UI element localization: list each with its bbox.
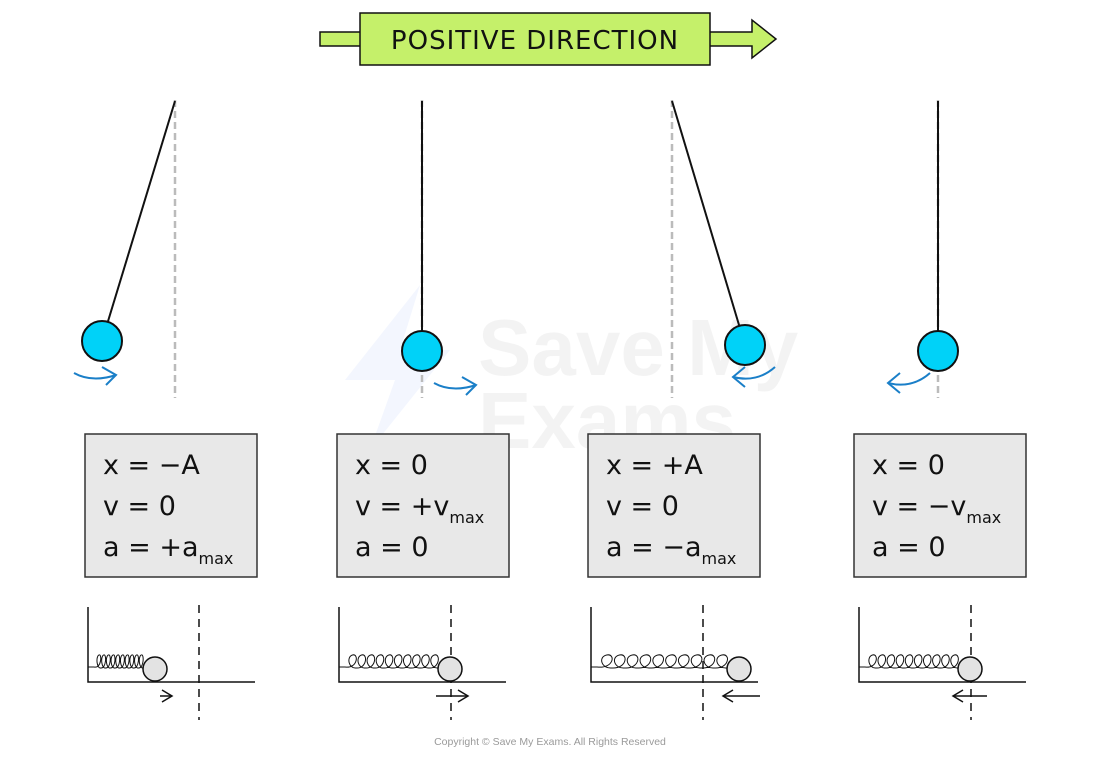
equation-text: x = 0 <box>872 450 945 481</box>
pendulum-string <box>671 100 746 346</box>
equation-v: v = 0 <box>103 491 176 522</box>
equation-a: a = +amax <box>103 532 233 568</box>
pendulum-bob <box>724 324 766 366</box>
equation-x: x = −A <box>103 450 200 481</box>
equation-text: x = +A <box>606 450 703 481</box>
wall-and-floor <box>87 607 255 683</box>
equation-x: x = 0 <box>872 450 945 481</box>
velocity-arrow-head-icon <box>721 689 734 703</box>
equation-box: x = 0 v = +vmax a = 0 <box>336 433 510 578</box>
equation-box-frame <box>336 433 510 578</box>
equation-text: v = 0 <box>606 491 679 522</box>
pendulum-bob <box>401 330 443 372</box>
equation-v: v = +vmax <box>355 491 484 527</box>
motion-arrow-icon <box>433 382 477 390</box>
equation-text: a = 0 <box>872 532 946 563</box>
mass-ball <box>957 656 983 682</box>
equation-text: v = −v <box>872 491 966 522</box>
motion-arrow-icon <box>887 372 931 386</box>
equation-text: v = +v <box>355 491 449 522</box>
spring-mass-system <box>338 605 506 720</box>
spring-icon <box>591 654 728 669</box>
mass-ball <box>437 656 463 682</box>
copyright-notice: Copyright © Save My Exams. All Rights Re… <box>434 736 666 748</box>
banner-label: POSITIVE DIRECTION <box>391 26 679 56</box>
pendulum-bob <box>917 330 959 372</box>
mass-ball <box>726 656 752 682</box>
equation-text: a = −a <box>606 532 702 563</box>
equation-text: a = +a <box>103 532 199 563</box>
stage-3: x = +A v = 0 a = −amax <box>587 100 776 720</box>
equation-x: x = +A <box>606 450 703 481</box>
equation-subscript: max <box>702 549 737 568</box>
pendulum <box>886 100 959 398</box>
spring-icon <box>859 654 959 669</box>
equation-v: v = 0 <box>606 491 679 522</box>
equation-box-frame <box>587 433 761 578</box>
equation-box: x = 0 v = −vmax a = 0 <box>853 433 1027 578</box>
equation-a: a = 0 <box>872 532 946 563</box>
banner-box <box>359 12 711 66</box>
motion-arrow-icon <box>732 366 776 380</box>
equation-text: a = 0 <box>355 532 429 563</box>
stage-4: x = 0 v = −vmax a = 0 <box>853 100 1027 720</box>
equation-v: v = −vmax <box>872 491 1001 527</box>
banner-tail <box>319 31 363 47</box>
equation-subscript: max <box>199 549 234 568</box>
wall-and-floor <box>858 607 1026 683</box>
equation-a: a = 0 <box>355 532 429 563</box>
watermark-logo-icon <box>345 285 450 450</box>
banner-arrow-head-icon <box>707 18 778 60</box>
equation-box-frame <box>84 433 258 578</box>
equation-box: x = +A v = 0 a = −amax <box>587 433 761 578</box>
velocity-arrow-head-icon <box>457 689 470 703</box>
equation-x: x = 0 <box>355 450 428 481</box>
pendulum <box>73 100 177 398</box>
spring-mass-system <box>87 605 255 720</box>
pendulum-string <box>101 100 176 342</box>
equation-box: x = −A v = 0 a = +amax <box>84 433 258 578</box>
motion-arrow-head-icon <box>101 366 118 386</box>
spring-icon <box>88 654 144 669</box>
pendulum <box>670 100 776 398</box>
wall-and-floor <box>338 607 506 683</box>
equation-subscript: max <box>449 508 484 527</box>
equation-text: v = 0 <box>103 491 176 522</box>
velocity-arrow-head-icon <box>161 689 174 703</box>
pendulum-bob <box>81 320 123 362</box>
spring-mass-system <box>590 605 760 720</box>
positive-direction-banner: POSITIVE DIRECTION <box>319 12 778 66</box>
motion-arrow-icon <box>73 372 117 380</box>
motion-arrow-head-icon <box>886 372 901 394</box>
spring-icon <box>339 654 439 669</box>
stage-2: x = 0 v = +vmax a = 0 <box>336 100 510 720</box>
equation-text: x = 0 <box>355 450 428 481</box>
motion-arrow-head-icon <box>461 376 478 396</box>
equation-subscript: max <box>966 508 1001 527</box>
motion-arrow-head-icon <box>731 366 746 388</box>
equation-a: a = −amax <box>606 532 736 568</box>
equation-box-frame <box>853 433 1027 578</box>
mass-ball <box>142 656 168 682</box>
velocity-arrow-head-icon <box>951 689 964 703</box>
pendulum <box>401 100 478 398</box>
equation-text: x = −A <box>103 450 200 481</box>
stage-1: x = −A v = 0 a = +amax <box>73 100 258 720</box>
spring-mass-system <box>858 605 1026 720</box>
